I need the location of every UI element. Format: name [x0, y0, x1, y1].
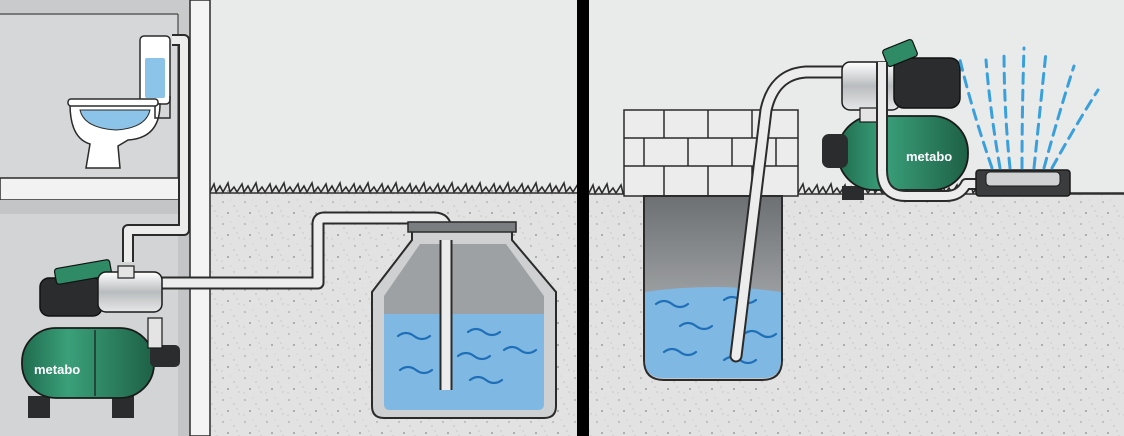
tank-water — [384, 314, 544, 410]
sprinkler-icon — [958, 46, 1100, 197]
pump-brand-label: metabo — [34, 362, 80, 377]
well-shaft — [643, 195, 783, 381]
panel-garden-well: metabo — [588, 0, 1124, 436]
toilet-icon — [67, 35, 171, 169]
house-wall — [189, 0, 211, 436]
panel-divider — [577, 0, 589, 436]
well-wall — [623, 109, 799, 197]
panel-house-cistern: metabo — [0, 0, 582, 436]
garden-pump-left: metabo — [21, 259, 180, 418]
underground-tank — [371, 221, 557, 419]
water-waves — [396, 327, 538, 385]
pump-housing — [841, 61, 901, 111]
grass — [209, 180, 582, 194]
pump-motor — [39, 277, 103, 317]
pump-motor — [893, 57, 961, 109]
pump-brand-label: metabo — [906, 149, 952, 164]
water-spray — [958, 46, 1100, 170]
floor-slab — [0, 177, 193, 201]
